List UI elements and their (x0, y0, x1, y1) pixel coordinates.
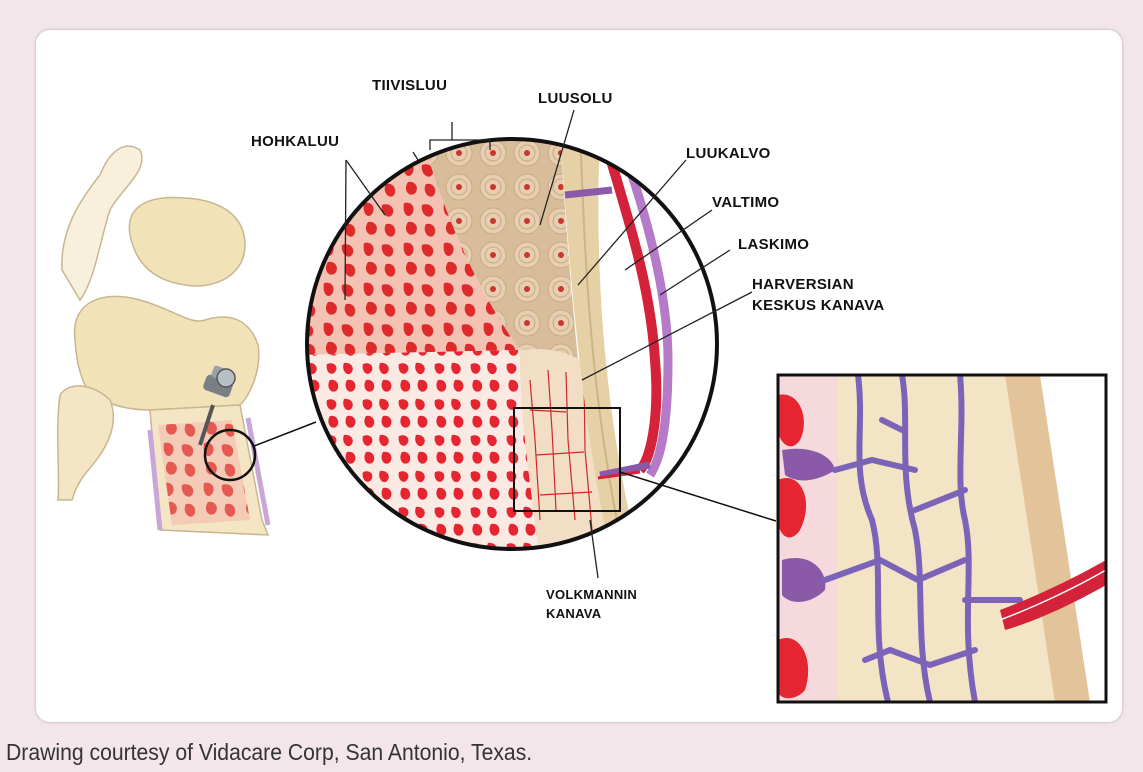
label-harversian-line1: HARVERSIAN (752, 276, 854, 293)
label-luukalvo: LUUKALVO (686, 145, 771, 162)
label-harversian-line2: KESKUS KANAVA (752, 297, 885, 314)
label-volkmannin-line2: KANAVA (546, 606, 601, 621)
figure-caption: Drawing courtesy of Vidacare Corp, San A… (6, 739, 532, 766)
knee-joint-illustration (58, 146, 316, 535)
label-volkmannin-line1: VOLKMANNIN (546, 587, 637, 602)
label-tiivisluu: TIIVISLUU (372, 77, 447, 94)
label-laskimo: LASKIMO (738, 236, 809, 253)
label-valtimo: VALTIMO (712, 194, 779, 211)
zoomed-canal-detail (778, 375, 1106, 702)
label-hohkaluu: HOHKALUU (251, 133, 339, 150)
label-luusolu: LUUSOLU (538, 90, 613, 107)
